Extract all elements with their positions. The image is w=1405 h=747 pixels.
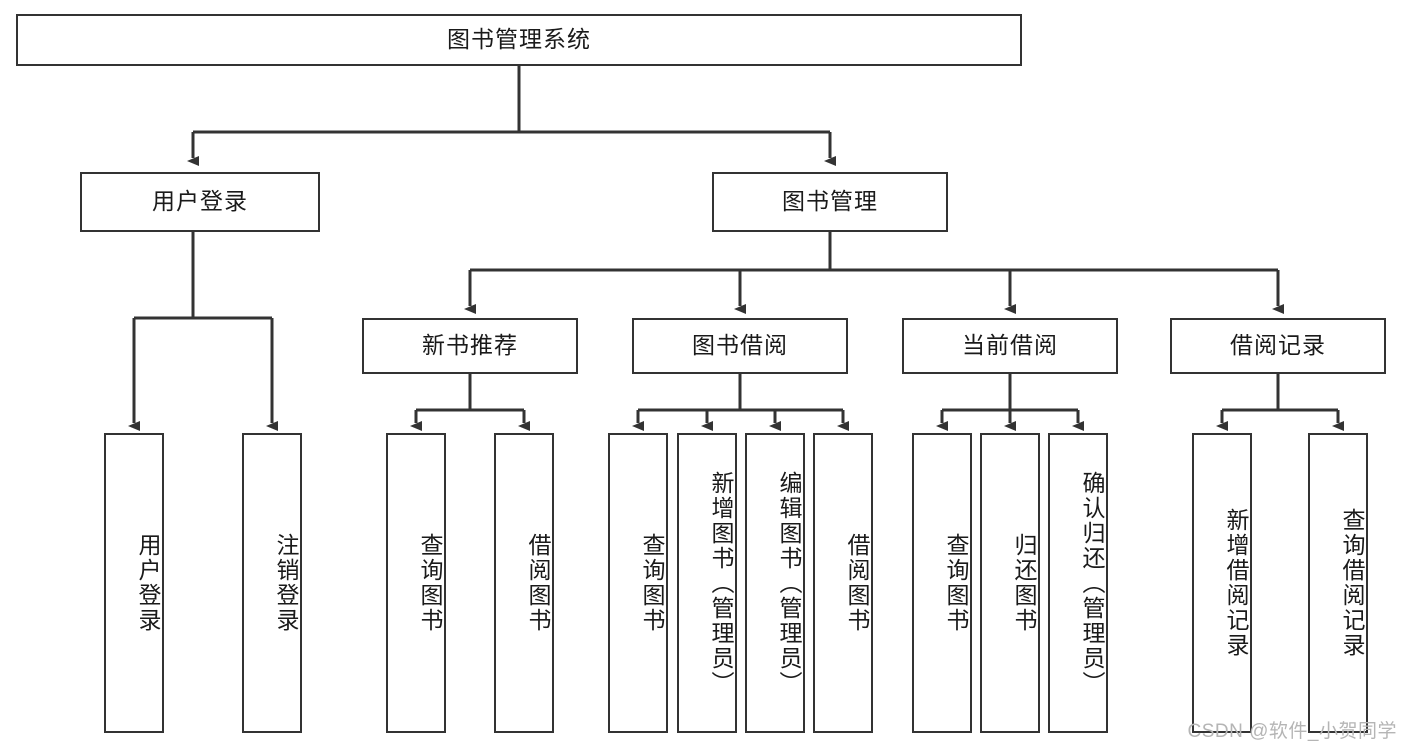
leaf-borrow-borrow-book[interactable]: 借阅图书	[813, 433, 873, 733]
leaf-current-return-book[interactable]: 归还图书	[980, 433, 1040, 733]
node-root-system[interactable]: 图书管理系统	[16, 14, 1022, 66]
node-user-login[interactable]: 用户登录	[80, 172, 320, 232]
node-label: 注销登录	[273, 533, 299, 633]
node-label: 查询图书	[417, 533, 443, 633]
node-label: 确认归还（管理员）	[1079, 470, 1105, 696]
leaf-new-book-borrow[interactable]: 借阅图书	[494, 433, 554, 733]
node-book-management[interactable]: 图书管理	[712, 172, 948, 232]
node-borrow-record[interactable]: 借阅记录	[1170, 318, 1386, 374]
node-label: 当前借阅	[962, 332, 1058, 359]
node-label: 新书推荐	[422, 332, 518, 359]
node-label: 查询借阅记录	[1339, 508, 1365, 658]
leaf-new-book-query[interactable]: 查询图书	[386, 433, 446, 733]
node-label: 借阅记录	[1230, 332, 1326, 359]
node-book-borrow[interactable]: 图书借阅	[632, 318, 848, 374]
node-label: 用户登录	[135, 533, 161, 633]
node-label: 查询图书	[943, 533, 969, 633]
leaf-borrow-query-book[interactable]: 查询图书	[608, 433, 668, 733]
node-label: 新增借阅记录	[1223, 508, 1249, 658]
node-label: 图书借阅	[692, 332, 788, 359]
watermark-text: CSDN @软件_小贺同学	[1187, 721, 1397, 742]
leaf-user-login-signout[interactable]: 注销登录	[242, 433, 302, 733]
node-new-book-recommend[interactable]: 新书推荐	[362, 318, 578, 374]
node-label: 图书管理系统	[447, 26, 591, 53]
leaf-user-login-signin[interactable]: 用户登录	[104, 433, 164, 733]
node-label: 用户登录	[152, 188, 248, 215]
node-label: 新增图书（管理员）	[708, 470, 734, 696]
leaf-borrow-add-book[interactable]: 新增图书（管理员）	[677, 433, 737, 733]
leaf-current-confirm-return[interactable]: 确认归还（管理员）	[1048, 433, 1108, 733]
node-label: 借阅图书	[525, 533, 551, 633]
node-label: 编辑图书（管理员）	[776, 470, 802, 696]
node-label: 查询图书	[639, 533, 665, 633]
node-label: 借阅图书	[844, 533, 870, 633]
leaf-current-query-book[interactable]: 查询图书	[912, 433, 972, 733]
node-label: 归还图书	[1011, 533, 1037, 633]
leaf-record-add[interactable]: 新增借阅记录	[1192, 433, 1252, 733]
leaf-borrow-edit-book[interactable]: 编辑图书（管理员）	[745, 433, 805, 733]
node-label: 图书管理	[782, 188, 878, 215]
node-current-borrow[interactable]: 当前借阅	[902, 318, 1118, 374]
leaf-record-query[interactable]: 查询借阅记录	[1308, 433, 1368, 733]
